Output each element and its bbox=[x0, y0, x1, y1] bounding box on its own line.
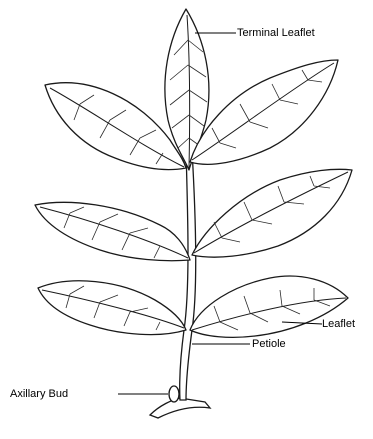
leaflet-middle-right bbox=[192, 169, 352, 257]
petiole-label: Petiole bbox=[252, 338, 286, 350]
leaflet-upper-right bbox=[190, 60, 338, 164]
rachis bbox=[180, 150, 196, 400]
twig bbox=[150, 398, 210, 418]
leaflet-lower-left bbox=[38, 281, 186, 335]
leaflet-label: Leaflet bbox=[322, 318, 355, 330]
leaflet-middle-left bbox=[35, 202, 190, 260]
axillary-bud-label: Axillary Bud bbox=[10, 388, 68, 400]
terminal-leaflet-label: Terminal Leaflet bbox=[237, 27, 315, 39]
axillary-bud bbox=[169, 386, 179, 402]
